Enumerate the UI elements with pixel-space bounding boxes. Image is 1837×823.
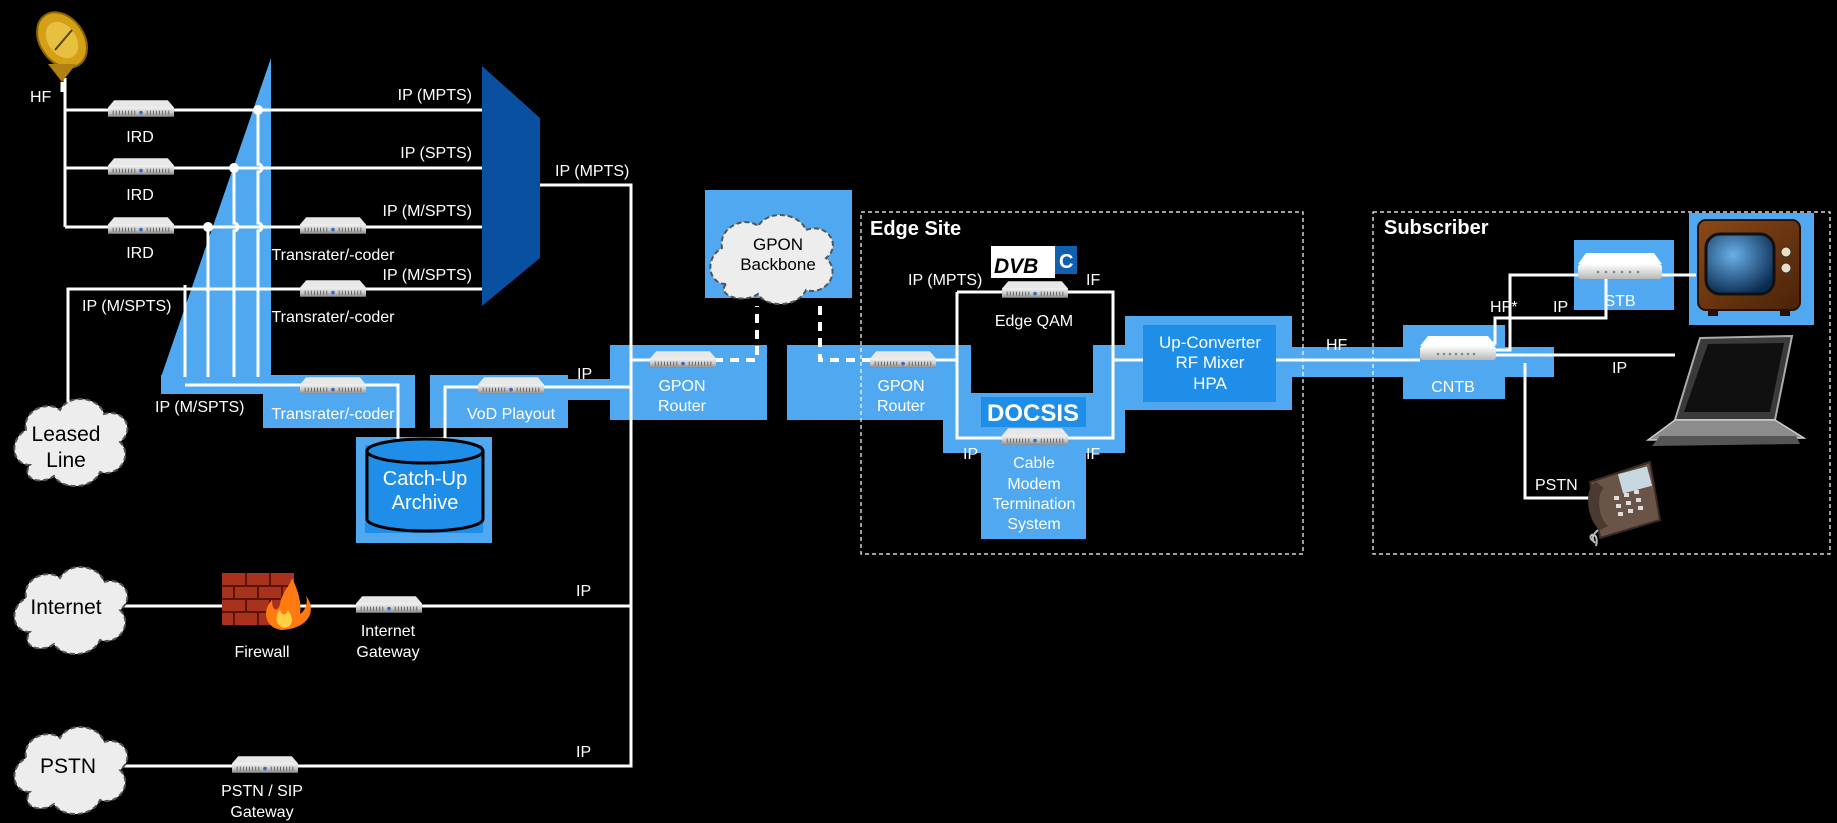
ip-spts-label: IP (SPTS) bbox=[400, 145, 472, 162]
ip-mspts-leased-label: IP (M/SPTS) bbox=[82, 298, 172, 315]
svg-text:C: C bbox=[1059, 251, 1073, 273]
pstn-subscriber-label: PSTN bbox=[1535, 477, 1578, 494]
transrater-device-1 bbox=[300, 217, 366, 234]
vod-playout-label: VoD Playout bbox=[467, 406, 556, 423]
cmts-label-2: Modem bbox=[1007, 476, 1060, 493]
cntb-modem-icon bbox=[1420, 336, 1496, 360]
transrater-label-2: Transrater/-coder bbox=[272, 309, 396, 326]
junction-dots bbox=[203, 105, 263, 232]
ird-label-3: IRD bbox=[126, 245, 154, 262]
gpon-backbone-label-2: Backbone bbox=[740, 255, 816, 274]
edge-site-title: Edge Site bbox=[870, 218, 961, 240]
docsis-badge bbox=[981, 397, 1086, 427]
ip-vod-label: IP bbox=[577, 366, 592, 383]
subscriber-title: Subscriber bbox=[1384, 217, 1489, 239]
edge-if-label-1: IF bbox=[1086, 272, 1100, 289]
cloud-leased-line bbox=[13, 397, 129, 488]
transrater-device-2 bbox=[300, 280, 366, 297]
labels: HF IRD IRD IRD IP (MPTS) IP (SPTS) IP (M… bbox=[30, 87, 1636, 821]
ird-label-1: IRD bbox=[126, 129, 154, 146]
cmts-label-4: System bbox=[1007, 516, 1060, 533]
pstn-gateway-label-1: PSTN / SIP bbox=[221, 783, 303, 800]
transrater-label-1: Transrater/-coder bbox=[272, 247, 396, 264]
gpon-router-label-2a: GPON bbox=[877, 378, 924, 395]
upconverter-box bbox=[1143, 325, 1276, 402]
laptop-icon bbox=[1645, 334, 1807, 446]
television-icon bbox=[1697, 219, 1801, 316]
leased-line-label-2: Line bbox=[46, 449, 86, 472]
upconverter-label-3: HPA bbox=[1193, 374, 1227, 393]
cmts-device bbox=[1002, 428, 1068, 445]
satellite-dish-icon bbox=[36, 11, 88, 92]
edge-if-label-2: IF bbox=[1086, 446, 1100, 463]
cloud-pstn bbox=[13, 725, 129, 816]
firewall-icon bbox=[222, 573, 311, 630]
ip-mspts-label-1: IP (M/SPTS) bbox=[383, 203, 473, 220]
stb-label: STB bbox=[1604, 293, 1635, 310]
wires bbox=[63, 78, 1696, 768]
edge-ip-mpts-label: IP (MPTS) bbox=[908, 272, 982, 289]
stb-modem-icon bbox=[1578, 253, 1662, 279]
hf-edge-label: HF bbox=[1326, 337, 1348, 354]
internet-gateway-label-2: Gateway bbox=[356, 644, 419, 661]
svg-text:DVB: DVB bbox=[994, 255, 1038, 278]
cmts-label-1: Cable bbox=[1013, 455, 1055, 472]
ip-mpts-label: IP (MPTS) bbox=[398, 87, 472, 104]
leased-line-label-1: Leased bbox=[32, 423, 101, 446]
ird-device-1 bbox=[108, 100, 174, 117]
edge-ip-label: IP bbox=[963, 446, 978, 463]
ird-device-2 bbox=[108, 158, 174, 175]
pstn-gateway-device bbox=[232, 756, 298, 773]
cmts-label-3: Termination bbox=[993, 496, 1076, 513]
pstn-gateway-label-2: Gateway bbox=[230, 804, 293, 821]
cloud-gpon-backbone bbox=[709, 213, 834, 306]
edge-qam-label: Edge QAM bbox=[995, 313, 1073, 330]
upconverter-label-2: RF Mixer bbox=[1176, 353, 1245, 372]
internet-gateway-device bbox=[356, 596, 422, 613]
ip-mpts-mux-label: IP (MPTS) bbox=[555, 163, 629, 180]
pstn-cloud-label: PSTN bbox=[40, 755, 96, 778]
gpon-router-label-1a: GPON bbox=[658, 378, 705, 395]
gpon-router-device-1 bbox=[650, 351, 716, 368]
ip-mspts-label-2: IP (M/SPTS) bbox=[383, 267, 473, 284]
transrater-label-3: Transrater/-coder bbox=[272, 406, 396, 423]
catchup-label-1: Catch-Up bbox=[383, 468, 467, 490]
internet-cloud-label: Internet bbox=[30, 596, 101, 619]
hf-star-label: HF* bbox=[1490, 299, 1518, 316]
internet-gateway-label-1: Internet bbox=[361, 623, 416, 640]
multiplexer bbox=[482, 66, 540, 306]
ip-internet-label: IP bbox=[576, 583, 591, 600]
ird-device-3 bbox=[108, 217, 174, 234]
gpon-router-device-2 bbox=[870, 351, 936, 368]
edge-site-frame bbox=[860, 211, 1304, 555]
cloud-internet bbox=[13, 565, 129, 656]
catchup-archive-cylinder bbox=[365, 437, 485, 533]
dvb-c-logo: DVB C bbox=[991, 246, 1077, 278]
vod-device bbox=[478, 377, 544, 394]
docsis-label: DOCSIS bbox=[987, 400, 1079, 427]
ip-stb-label: IP bbox=[1553, 299, 1568, 316]
telephone-icon bbox=[1588, 460, 1662, 547]
catchup-label-2: Archive bbox=[392, 492, 459, 514]
transrater-device-3 bbox=[300, 377, 366, 394]
cntb-label: CNTB bbox=[1431, 379, 1475, 396]
gpon-router-label-1b: Router bbox=[658, 398, 707, 415]
upconverter-label-1: Up-Converter bbox=[1159, 333, 1261, 352]
hf-label: HF bbox=[30, 89, 52, 106]
ird-label-2: IRD bbox=[126, 187, 154, 204]
edge-qam-device bbox=[1002, 281, 1068, 298]
ip-mspts-bottom-label: IP (M/SPTS) bbox=[155, 399, 245, 416]
ip-laptop-label: IP bbox=[1612, 360, 1627, 377]
ip-pstn-label: IP bbox=[576, 744, 591, 761]
firewall-label: Firewall bbox=[234, 644, 289, 661]
gpon-router-label-2b: Router bbox=[877, 398, 926, 415]
gpon-backbone-label-1: GPON bbox=[753, 235, 803, 254]
